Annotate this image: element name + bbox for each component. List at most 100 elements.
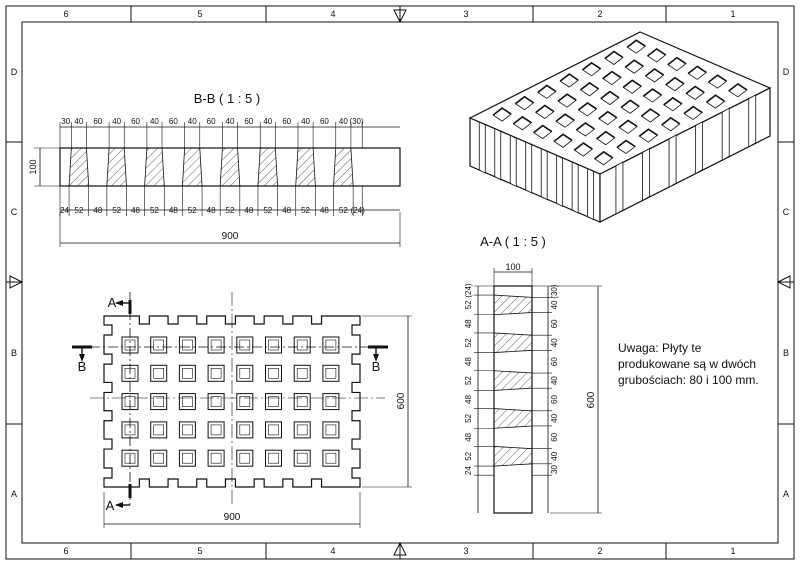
dimension-value: 60 <box>93 117 102 126</box>
dimension-value: 48 <box>244 206 253 215</box>
plan-hole-inner <box>325 424 337 436</box>
dimension-value: 52 <box>112 206 121 215</box>
plan-hole-inner <box>239 396 251 407</box>
dimension-value: 60 <box>169 117 178 126</box>
iso-notch <box>571 161 579 214</box>
plan-hole <box>265 421 282 439</box>
iso-hole-edge <box>537 84 557 94</box>
iso-hole-edge <box>618 119 638 129</box>
note-text: Uwaga: Płyty te produkowane są w dwóch g… <box>618 340 778 388</box>
section-bb-height-dim: 100 <box>28 159 38 174</box>
section-bb-length-dim: 900 <box>222 231 239 242</box>
dimension-value: 40 <box>301 117 310 126</box>
dimension-value: 60 <box>320 117 329 126</box>
dimension-value: 60 <box>207 117 216 126</box>
iso-hole-edge <box>661 116 681 126</box>
plan-hole <box>178 364 196 382</box>
plan-hole-inner <box>210 339 222 351</box>
plan-hole <box>265 336 282 354</box>
frame-row-label-right: B <box>783 348 789 358</box>
frame-row-label-right: D <box>783 67 790 77</box>
section-bb-rib <box>181 147 203 187</box>
dimension-value: 48 <box>320 206 329 215</box>
dimension-value: 40 <box>263 117 272 126</box>
dimension-value: 52 <box>150 206 159 215</box>
plan-hole <box>322 364 340 382</box>
plan-hole-inner <box>239 339 251 351</box>
plan-hole-inner <box>239 367 251 379</box>
cut-b-label-right: B <box>372 359 381 374</box>
dimension-value: 60 <box>550 319 559 328</box>
frame-row-label-left: A <box>11 489 17 499</box>
frame-col-label-top: 1 <box>730 9 735 19</box>
plan-hole <box>178 393 196 411</box>
iso-hole-edge <box>645 68 665 77</box>
iso-hole-edge <box>492 107 512 116</box>
dimension-value: 40 <box>188 117 197 126</box>
plan-hole-inner <box>268 396 279 407</box>
dimension-value: 60 <box>131 117 140 126</box>
plan-hole <box>150 421 168 439</box>
iso-hole-edge <box>604 50 624 60</box>
iso-hole-edge <box>640 108 660 117</box>
dimension-value: 60 <box>282 117 291 126</box>
iso-hole-edge <box>577 101 597 111</box>
plan-hole-inner <box>268 367 279 379</box>
dimension-value: 60 <box>244 117 253 126</box>
plan-hole-inner <box>210 396 222 407</box>
dimension-value: 60 <box>550 357 559 366</box>
frame-col-label-bottom: 1 <box>730 546 735 556</box>
dimension-value: 40 <box>550 300 559 309</box>
iso-hole-edge <box>663 96 683 106</box>
plan-hole-inner <box>296 367 308 379</box>
center-mark-left <box>6 275 24 289</box>
dimension-value: 48 <box>464 432 473 441</box>
plan-hole-inner <box>239 424 251 436</box>
dimension-value: 48 <box>131 206 140 215</box>
dimension-value: 52 <box>464 338 473 347</box>
dimension-value: 48 <box>282 206 291 215</box>
plan-hole-inner <box>325 339 337 351</box>
frame-row-label-left: C <box>11 207 18 217</box>
dimension-value: 52 <box>263 206 272 215</box>
plan-hole <box>236 336 254 354</box>
plan-hole <box>265 393 282 411</box>
section-bb-rib <box>144 147 165 187</box>
plan-holes <box>121 336 340 467</box>
frame-col-label-bottom: 3 <box>463 546 468 556</box>
center-mark-top <box>393 6 407 24</box>
iso-hole-edge <box>533 124 553 134</box>
dimension-value: 40 <box>550 451 559 460</box>
note-line-1: Uwaga: Płyty te <box>618 341 702 355</box>
plan-hole-inner <box>325 396 337 407</box>
section-aa-rib <box>493 294 533 316</box>
plan-hole <box>293 336 311 354</box>
frame-col-label-bottom: 6 <box>63 546 68 556</box>
plan-hole-inner <box>239 452 251 464</box>
iso-notch <box>509 134 517 187</box>
plan-hole <box>178 449 196 467</box>
plan-hole-inner <box>182 452 193 464</box>
iso-notch <box>540 148 548 201</box>
cut-a-label-bottom: A <box>106 498 115 513</box>
plan-height-dim: 600 <box>396 392 407 409</box>
plan-hole <box>150 393 168 411</box>
frame-col-label-top: 6 <box>63 9 68 19</box>
dimension-value: (30) <box>349 117 364 126</box>
dimension-value: 40 <box>550 338 559 347</box>
iso-hole-edge <box>616 139 636 149</box>
iso-hole-edge <box>594 150 614 160</box>
iso-notch <box>587 168 595 221</box>
dimension-value: 40 <box>112 117 121 126</box>
section-bb-rib <box>219 147 241 187</box>
plan-hole-inner <box>296 424 308 436</box>
plan-hole <box>236 393 254 411</box>
section-aa-length-dim: 600 <box>586 391 597 408</box>
plan-hole-inner <box>296 452 308 464</box>
iso-notch <box>615 161 624 215</box>
iso-hole-edge <box>573 142 593 151</box>
iso-hole-edge <box>708 74 728 83</box>
